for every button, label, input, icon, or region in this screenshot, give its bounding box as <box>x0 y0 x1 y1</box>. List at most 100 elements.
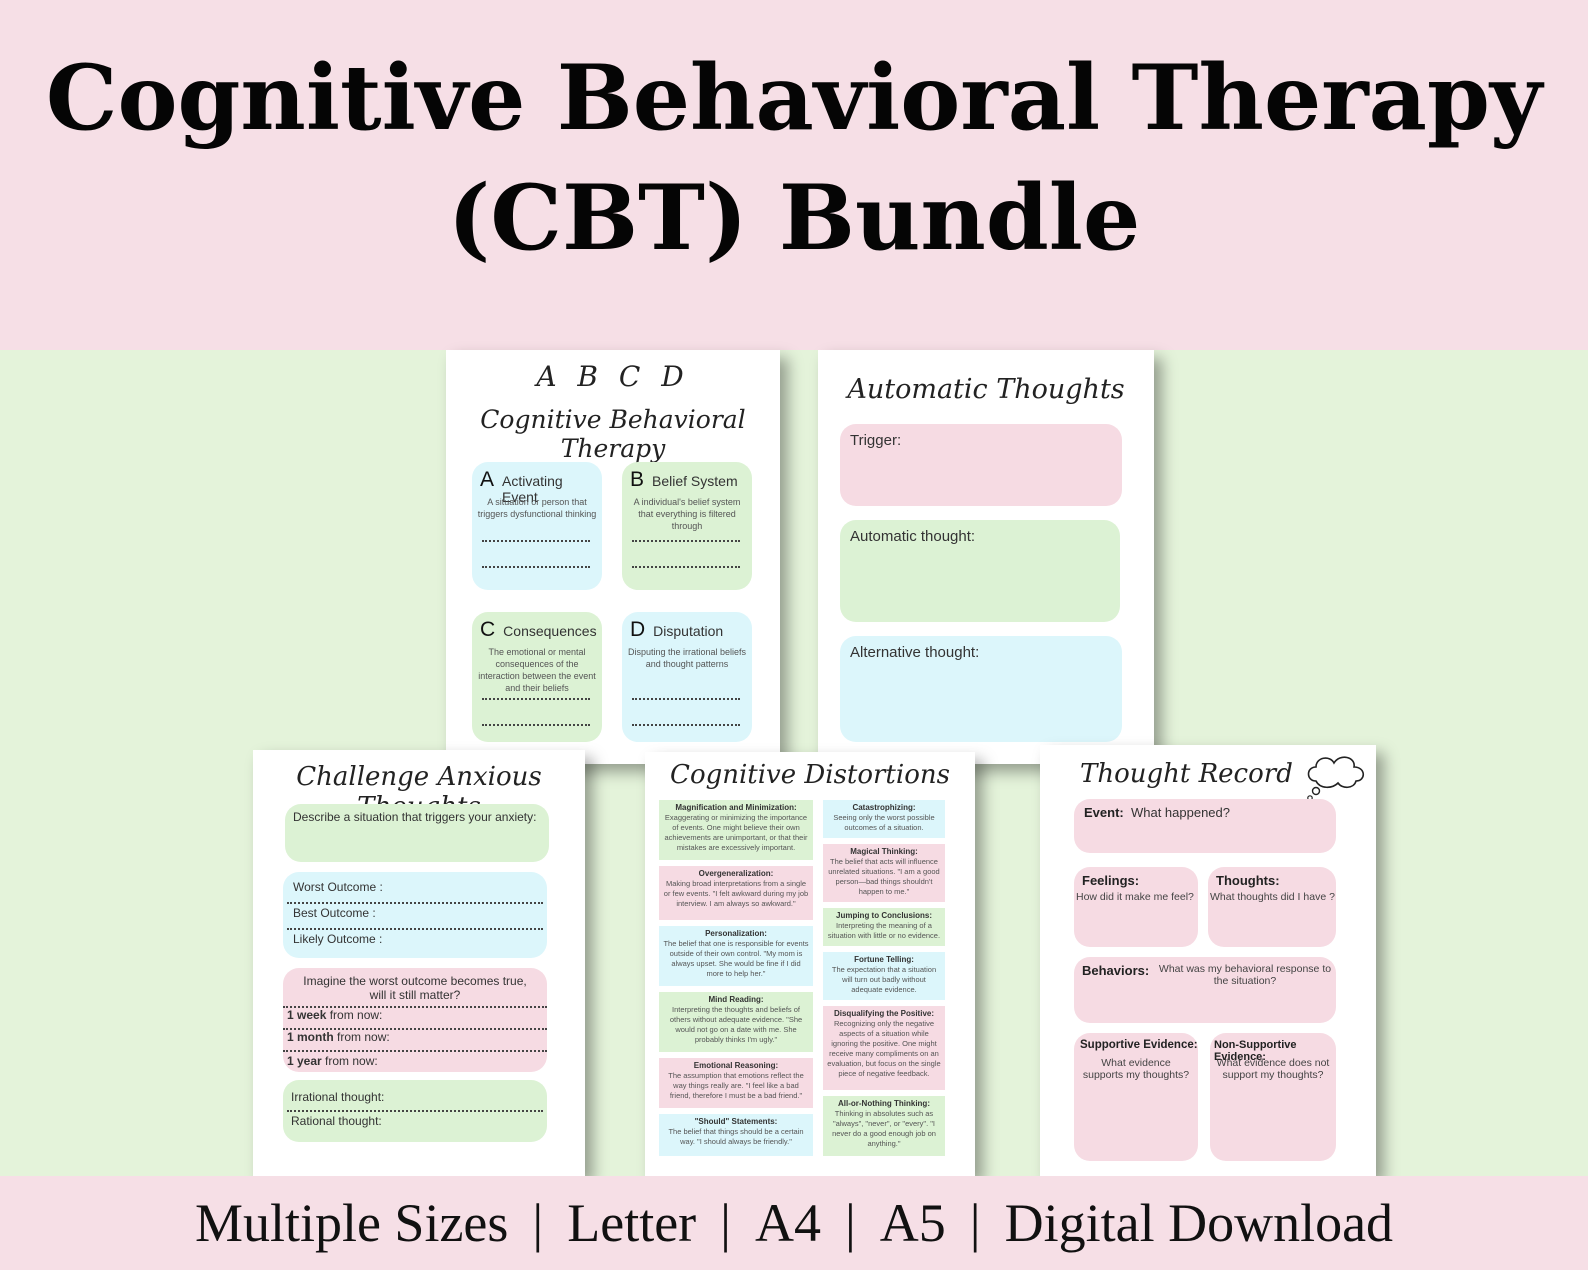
abcd-cell-a: A Activating Event A situation or person … <box>472 462 602 590</box>
worst-outcome-label: Worst Outcome : <box>293 880 383 894</box>
page-thought-record: Thought Record Event: What happened? Fee… <box>1040 745 1376 1177</box>
automatic-thought-label: Automatic thought: <box>850 528 976 545</box>
bundle-title: Cognitive Behavioral Therapy (CBT) Bundl… <box>0 38 1588 278</box>
distortion-catastrophizing: Catastrophizing:Seeing only the worst po… <box>823 800 945 838</box>
supportive-evidence-label: Supportive Evidence: <box>1080 1039 1198 1051</box>
distortion-mind-reading: Mind Reading:Interpreting the thoughts a… <box>659 992 813 1052</box>
imagine-box: Imagine the worst outcome becomes true, … <box>283 968 547 1072</box>
cell-name: Activating Event <box>502 473 563 505</box>
format-a4: A4 <box>754 1193 821 1253</box>
distortion-overgeneralization: Overgeneralization:Making broad interpre… <box>659 866 813 920</box>
cell-desc: Disputing the irrational beliefs and tho… <box>627 647 747 669</box>
behaviors-label: Behaviors: <box>1082 963 1150 978</box>
event-box: Event: What happened? <box>1074 799 1336 853</box>
title-line-2: (CBT) Bundle <box>447 165 1141 271</box>
rational-thought-label: Rational thought: <box>291 1114 382 1128</box>
write-line <box>632 724 740 726</box>
thought-cloud-icon <box>1307 756 1365 801</box>
describe-box: Describe a situation that triggers your … <box>285 804 549 862</box>
title-line-1: Cognitive Behavioral Therapy <box>45 45 1543 151</box>
alternative-thought-label: Alternative thought: <box>850 644 980 661</box>
alternative-thought-box: Alternative thought: <box>840 636 1122 742</box>
cell-name: Disputation <box>653 623 724 639</box>
page-abcd-worksheet: A B C D Cognitive Behavioral Therapy A Ac… <box>446 350 780 764</box>
write-line <box>632 540 740 542</box>
cell-letter: D <box>630 618 646 641</box>
abcd-subtitle: Cognitive Behavioral Therapy <box>480 405 746 463</box>
page-challenge-anxious-thoughts: Challenge Anxious Thoughts Describe a si… <box>253 750 585 1176</box>
distortion-magnification: Magnification and Minimization:Exaggerat… <box>659 800 813 860</box>
abcd-title: A B C D <box>536 360 690 393</box>
footer-banner: Multiple Sizes | Letter | A4 | A5 | Digi… <box>0 1176 1588 1270</box>
write-line <box>287 928 543 930</box>
cell-desc: The emotional or mental consequences of … <box>478 647 596 693</box>
cell-desc: A individual's belief system that everyt… <box>633 497 741 531</box>
write-line <box>632 698 740 700</box>
format-a5: A5 <box>879 1193 946 1253</box>
format-digital-download: Digital Download <box>1004 1193 1394 1253</box>
outcomes-box: Worst Outcome : Best Outcome : Likely Ou… <box>283 872 547 958</box>
write-line <box>283 1028 547 1030</box>
distortions-title: Cognitive Distortions <box>670 760 950 790</box>
one-year-label: 1 year from now: <box>287 1054 378 1068</box>
event-label: Event: What happened? <box>1084 805 1230 820</box>
supportive-evidence-question: What evidence supports my thoughts? <box>1082 1057 1190 1081</box>
thoughts-box: Thoughts: What thoughts did I have ? <box>1208 867 1336 947</box>
feelings-question: How did it make me feel? <box>1076 891 1194 903</box>
distortion-personalization: Personalization:The belief that one is r… <box>659 926 813 986</box>
behaviors-box: Behaviors: What was my behavioral respon… <box>1074 957 1336 1023</box>
cell-name: Belief System <box>652 473 738 489</box>
format-multiple-sizes: Multiple Sizes <box>194 1193 509 1253</box>
separator: | <box>532 1193 544 1253</box>
distortion-should-statements: "Should" Statements:The belief that thin… <box>659 1114 813 1156</box>
thoughts-label: Thoughts: <box>1216 873 1280 888</box>
cell-name: Consequences <box>503 623 597 639</box>
separator: | <box>969 1193 981 1253</box>
header-banner: Cognitive Behavioral Therapy (CBT) Bundl… <box>0 0 1588 350</box>
non-supportive-evidence-question: What evidence does not support my though… <box>1216 1057 1330 1081</box>
cell-letter: B <box>630 468 645 491</box>
format-letter: Letter <box>567 1193 697 1253</box>
one-week-label: 1 week from now: <box>287 1008 383 1022</box>
likely-outcome-label: Likely Outcome : <box>293 932 383 946</box>
trigger-box: Trigger: <box>840 424 1122 506</box>
abcd-cell-b: B Belief System A individual's belief sys… <box>622 462 752 590</box>
supportive-evidence-box: Supportive Evidence: What evidence suppo… <box>1074 1033 1198 1161</box>
best-outcome-label: Best Outcome : <box>293 906 376 920</box>
distortion-magical-thinking: Magical Thinking:The belief that acts wi… <box>823 844 945 902</box>
imagine-label: Imagine the worst outcome becomes true, … <box>303 974 527 1002</box>
distortion-fortune-telling: Fortune Telling:The expectation that a s… <box>823 952 945 1000</box>
separator: | <box>844 1193 856 1253</box>
non-supportive-evidence-label: Non-Supportive Evidence: <box>1214 1039 1297 1063</box>
distortion-all-or-nothing: All-or-Nothing Thinking:Thinking in abso… <box>823 1096 945 1156</box>
non-supportive-evidence-box: Non-Supportive Evidence: What evidence d… <box>1210 1033 1336 1161</box>
distortion-emotional-reasoning: Emotional Reasoning:The assumption that … <box>659 1058 813 1108</box>
write-line <box>482 698 590 700</box>
abcd-cell-d: D Disputation Disputing the irrational be… <box>622 612 752 742</box>
thoughts-box: Irrational thought: Rational thought: <box>283 1080 547 1142</box>
write-line <box>482 724 590 726</box>
one-month-label: 1 month from now: <box>287 1030 390 1044</box>
write-line <box>283 1006 547 1008</box>
trigger-label: Trigger: <box>850 432 902 449</box>
automatic-thought-box: Automatic thought: <box>840 520 1120 622</box>
page-automatic-thoughts: Automatic Thoughts Trigger: Automatic th… <box>818 350 1154 764</box>
cell-desc: A situation or person that triggers dysf… <box>477 497 597 519</box>
write-line <box>482 566 590 568</box>
behaviors-question: What was my behavioral response to the s… <box>1158 963 1332 987</box>
write-line <box>287 1110 543 1112</box>
thoughts-question: What thoughts did I have ? <box>1210 891 1335 903</box>
feelings-label: Feelings: <box>1082 873 1140 888</box>
abcd-cell-c: C Consequences The emotional or mental co… <box>472 612 602 742</box>
record-title: Thought Record <box>1080 759 1293 789</box>
format-list: Multiple Sizes | Letter | A4 | A5 | Digi… <box>0 1176 1588 1270</box>
write-line <box>287 902 543 904</box>
write-line <box>482 540 590 542</box>
describe-label: Describe a situation that triggers your … <box>293 810 537 824</box>
distortion-disqualifying-positive: Disqualifying the Positive:Recognizing o… <box>823 1006 945 1090</box>
cell-letter: A <box>480 468 495 491</box>
distortion-jumping-to-conclusions: Jumping to Conclusions:Interpreting the … <box>823 908 945 946</box>
cell-letter: C <box>480 618 496 641</box>
separator: | <box>720 1193 731 1253</box>
feelings-box: Feelings: How did it make me feel? <box>1074 867 1198 947</box>
